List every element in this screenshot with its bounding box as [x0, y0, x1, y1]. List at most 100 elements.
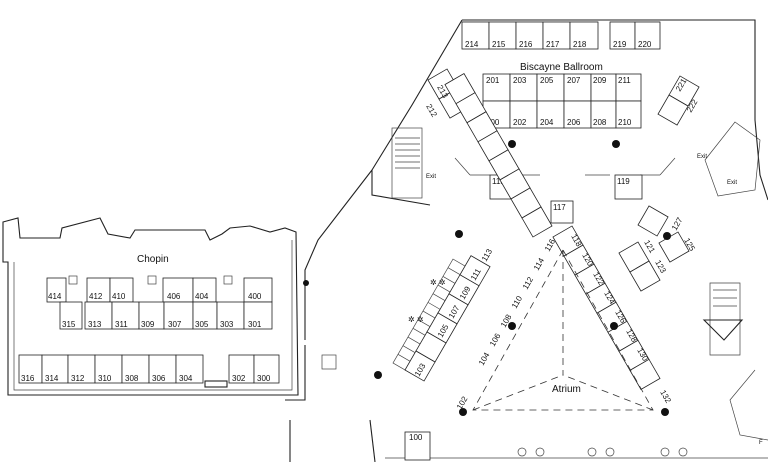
booth-label: 204 — [540, 118, 554, 127]
booth-314[interactable] — [41, 354, 69, 384]
booth-215[interactable] — [488, 21, 517, 50]
room-label-atrium: Atrium — [552, 384, 581, 395]
booth-label: 219 — [613, 40, 627, 49]
booth-label: 301 — [248, 320, 262, 329]
booth-label: 205 — [540, 76, 554, 85]
elevator-icon — [321, 354, 337, 370]
column — [508, 140, 516, 148]
booth-406[interactable] — [162, 277, 194, 303]
booth-302[interactable] — [228, 354, 255, 384]
booth-313[interactable] — [84, 301, 113, 330]
booth-315[interactable] — [59, 301, 83, 330]
booth-label: 209 — [593, 76, 607, 85]
booth-label: 206 — [567, 118, 581, 127]
booth-303[interactable] — [216, 301, 245, 330]
booth-204[interactable] — [536, 100, 565, 129]
table-icon — [678, 447, 688, 457]
booth-102[interactable] — [444, 73, 476, 105]
booth-307[interactable] — [163, 301, 194, 330]
booth-label: 114 — [532, 256, 546, 272]
booth-301[interactable] — [243, 301, 273, 330]
triangle-feature — [702, 319, 744, 341]
booth-127[interactable] — [637, 205, 669, 237]
booth-100[interactable] — [404, 431, 431, 461]
booth-306[interactable] — [148, 354, 177, 384]
booth-label: 305 — [195, 320, 209, 329]
booth-217[interactable] — [542, 21, 571, 50]
stairwell-east — [709, 282, 741, 356]
booth-label: 312 — [71, 374, 85, 383]
column — [663, 232, 671, 240]
biscayne-ballroom: 214 215 216 217 218 219 220 Biscayne Bal… — [391, 21, 761, 200]
booth-218[interactable] — [569, 21, 599, 50]
booth-label: 211 — [618, 76, 631, 85]
booth-308[interactable] — [121, 354, 150, 384]
booth-label: 218 — [573, 40, 587, 49]
booth-label: 414 — [48, 292, 62, 301]
booth-label: 406 — [167, 292, 181, 301]
right-booth-group: 127 125 121 123 F — [618, 205, 768, 446]
column — [612, 140, 620, 148]
room-label-chopin: Chopin — [137, 254, 169, 265]
booth-label: 303 — [220, 320, 234, 329]
booth-label: 112 — [521, 275, 535, 291]
label-partial: F — [759, 440, 763, 446]
booth-label: 200 — [486, 118, 500, 127]
booth-309[interactable] — [138, 301, 165, 330]
booth-113[interactable] — [459, 255, 491, 287]
booth-117[interactable] — [550, 200, 574, 224]
booth-label: 208 — [593, 118, 607, 127]
booth-label: 115 — [492, 177, 505, 186]
plant-icon: ✲ ✲ — [408, 315, 424, 324]
table-icon — [660, 447, 670, 457]
booth-label: 201 — [486, 76, 500, 85]
booth-132[interactable] — [629, 358, 661, 390]
booth-label: 214 — [465, 40, 479, 49]
column — [661, 408, 669, 416]
booth-400[interactable] — [243, 277, 273, 303]
exit-label: Exit — [727, 180, 737, 186]
booth-label: 400 — [248, 292, 262, 301]
stairwell-left — [391, 127, 423, 199]
booth-label: 404 — [195, 292, 209, 301]
column — [459, 408, 467, 416]
booth-210[interactable] — [615, 100, 642, 129]
booth-208[interactable] — [590, 100, 617, 129]
pillar — [223, 275, 233, 285]
booth-216[interactable] — [515, 21, 544, 50]
booth-label: 304 — [179, 374, 193, 383]
table-icon — [517, 447, 527, 457]
booth-label: 306 — [152, 374, 166, 383]
booth-304[interactable] — [175, 354, 204, 384]
booth-211[interactable] — [615, 73, 642, 102]
chopin-room: Chopin 414 412 410 406 404 400 315 313 3… — [2, 217, 299, 396]
booth-119[interactable] — [614, 174, 643, 200]
pillar — [147, 275, 157, 285]
booth-214[interactable] — [461, 21, 490, 50]
booth-label: 300 — [257, 374, 271, 383]
booth-300[interactable] — [253, 354, 280, 384]
booth-label: 113 — [480, 247, 494, 263]
booth-305[interactable] — [192, 301, 218, 330]
booth-220[interactable] — [634, 21, 661, 50]
booth-414[interactable] — [46, 277, 67, 303]
column — [303, 280, 309, 286]
booth-202[interactable] — [509, 100, 538, 129]
booth-label: 104 — [477, 350, 492, 367]
booth-label: 314 — [45, 374, 59, 383]
booth-label: 412 — [89, 292, 103, 301]
booth-123[interactable] — [629, 260, 661, 292]
booth-label: 210 — [618, 118, 632, 127]
booth-label: 119 — [617, 177, 630, 186]
booth-205[interactable] — [536, 73, 565, 102]
booth-label: 302 — [232, 374, 246, 383]
column — [455, 230, 463, 238]
booth-label: 106 — [488, 331, 503, 348]
atrium-guides — [472, 250, 654, 411]
booth-label: 308 — [125, 374, 139, 383]
booth-label: 202 — [513, 118, 527, 127]
column — [610, 322, 618, 330]
booth-222[interactable] — [657, 94, 689, 126]
booth-label: 117 — [553, 203, 566, 212]
